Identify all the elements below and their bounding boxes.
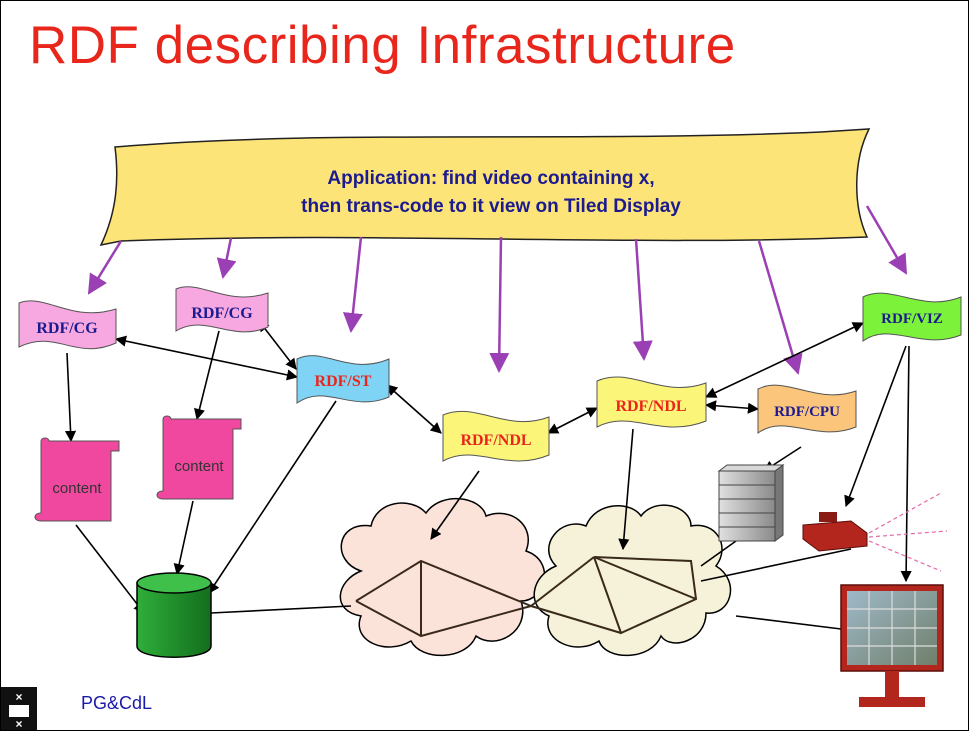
arrow-to-st (342, 236, 363, 333)
svg-text:×: × (15, 690, 22, 704)
arrow-to-ndl1 (489, 236, 510, 373)
arrow-to-viz (865, 205, 908, 275)
content-label: content (52, 480, 102, 497)
content-scroll-1: content (34, 437, 120, 522)
flag-rdf-ndl-2: RDF/NDL (596, 376, 707, 428)
flag-label: RDF/CG (36, 320, 98, 337)
flag-rdf-cpu: RDF/CPU (757, 384, 857, 434)
network-links (355, 556, 698, 638)
svg-text:×: × (15, 717, 22, 730)
server-stack-icon (717, 464, 785, 542)
projector-icon (802, 492, 948, 572)
arrow-to-cg2 (216, 237, 237, 279)
flag-label: RDF/CPU (774, 404, 840, 420)
flag-label: RDF/NDL (615, 398, 686, 415)
flag-label: RDF/ST (315, 373, 372, 390)
tiled-display-icon (840, 584, 944, 707)
application-banner: Application: find video containing x, th… (99, 128, 871, 247)
flag-rdf-viz: RDF/VIZ (862, 292, 962, 342)
slide-title: RDF describing Infrastructure (29, 16, 736, 75)
flag-label: RDF/CG (191, 305, 253, 322)
arrow-to-ndl2 (632, 238, 653, 361)
storage-cylinder-icon (136, 572, 212, 658)
flag-rdf-st: RDF/ST (296, 355, 390, 404)
content-label: content (174, 458, 224, 475)
arrow-to-cpu (757, 240, 803, 375)
flag-label: RDF/NDL (460, 432, 531, 449)
content-scroll-2: content (156, 415, 242, 500)
flag-rdf-cg-1: RDF/CG (18, 300, 117, 350)
footer-author: PG&CdL (81, 693, 153, 713)
flag-label: RDF/VIZ (881, 311, 943, 327)
banner-line-2: then trans-code to it view on Tiled Disp… (301, 196, 681, 217)
black-connections (64, 320, 912, 630)
network-cloud-right (533, 504, 732, 657)
banner-line-1: Application: find video containing x, (327, 168, 654, 189)
arrow-to-cg1 (87, 240, 123, 295)
flag-rdf-ndl-1: RDF/NDL (442, 410, 550, 462)
uva-logo-icon: × × (1, 687, 37, 730)
flag-rdf-cg-2: RDF/CG (175, 286, 269, 333)
